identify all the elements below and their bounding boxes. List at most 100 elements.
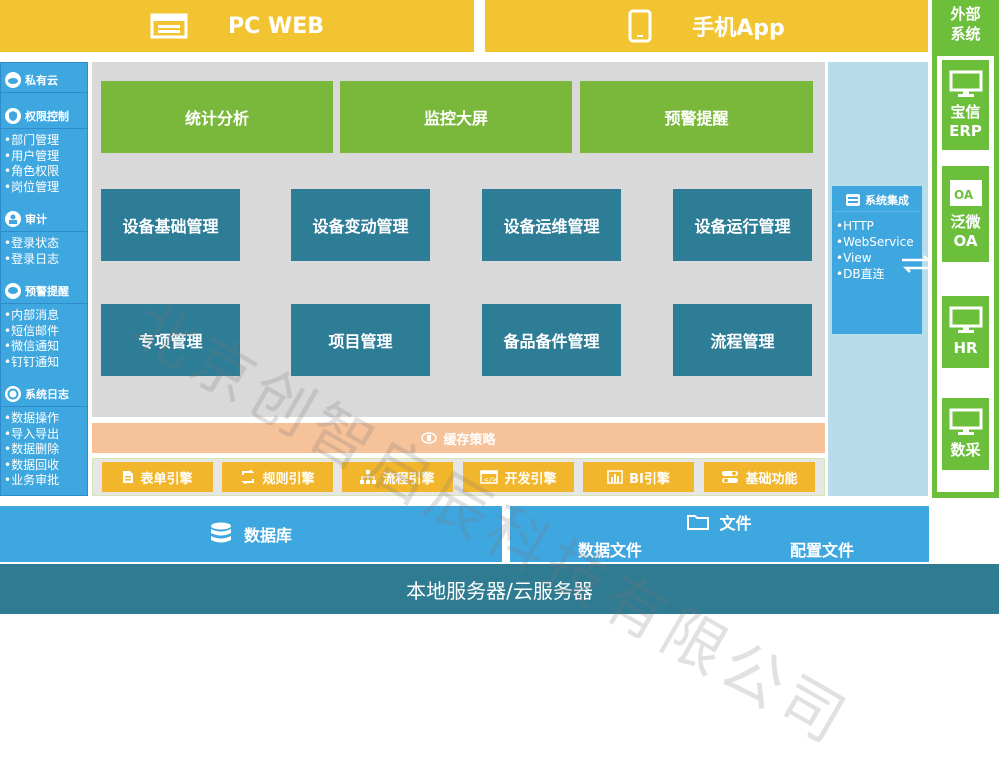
module-alert: 预警提醒 (580, 81, 813, 153)
cache-strategy-bar: 缓存策略 (92, 423, 825, 453)
list-item: •内部消息 (4, 308, 60, 322)
syslog-header: 系统日志 (1, 381, 87, 407)
files-bar: 文件 数据文件 配置文件 (510, 506, 929, 562)
browser-icon (150, 13, 188, 39)
integration-list: •HTTP •WebService •View •DB直连 (836, 218, 922, 282)
pc-web-bar: PC WEB (0, 0, 474, 52)
module-label: 监控大屏 (423, 109, 488, 128)
module-label: 设备运维管理 (503, 217, 600, 236)
engine-flow: 流程引擎 (342, 462, 453, 492)
list-item: •View (836, 251, 872, 265)
external-item-hr: HR (942, 296, 989, 368)
integration-title: 系统集成 (865, 193, 909, 207)
server-bar: 本地服务器/云服务器 (0, 564, 999, 614)
permission-list: •部门管理 •用户管理 •角色权限 •岗位管理 (1, 133, 87, 195)
external-item-oa-line2: OA (953, 231, 978, 250)
monitor-icon (949, 306, 983, 339)
module-process: 流程管理 (673, 304, 812, 376)
module-equip-base: 设备基础管理 (101, 189, 240, 261)
module-label: 流程管理 (710, 332, 775, 351)
list-item: •业务审批 (4, 473, 60, 487)
alert-title: 预警提醒 (25, 284, 69, 298)
engine-label: 规则引擎 (262, 471, 315, 487)
engine-bi: BI引擎 (583, 462, 694, 492)
code-icon: </> (480, 470, 499, 484)
config-files-label: 配置文件 (790, 541, 855, 560)
list-item: •部门管理 (4, 133, 60, 147)
external-systems-panel: 外部 系统 宝信 ERP OA 泛微 OA HR 数采 (932, 0, 999, 498)
engine-label: 基础功能 (745, 471, 798, 487)
module-special: 专项管理 (101, 304, 240, 376)
external-title: 外部 系统 (932, 4, 999, 44)
list-item: •登录日志 (4, 251, 60, 266)
permission-header: 权限控制 (1, 103, 87, 129)
module-equip-ops: 设备运维管理 (482, 189, 621, 261)
engine-form: 表单引擎 (102, 462, 213, 492)
list-item: •短信邮件 (4, 323, 60, 338)
list-item: •角色权限 (4, 164, 60, 178)
engine-dev: </>开发引擎 (463, 462, 574, 492)
server-label: 本地服务器/云服务器 (406, 578, 593, 603)
external-item-erp-line1: 宝信 (950, 102, 981, 121)
external-item-dc-label: 数采 (950, 441, 981, 459)
list-item: •HTTP (836, 219, 874, 233)
list-item: •数据删除 (4, 442, 60, 456)
module-project: 项目管理 (291, 304, 430, 376)
shield-icon (5, 107, 21, 124)
audit-list: •登录状态 •登录日志 (1, 236, 87, 267)
module-label: 专项管理 (138, 332, 203, 351)
engine-label: 表单引擎 (140, 471, 193, 487)
module-equip-change: 设备变动管理 (291, 189, 430, 261)
engine-label: BI引擎 (629, 471, 670, 487)
integration-header: 系统集成 (834, 188, 920, 212)
module-label: 设备基础管理 (122, 217, 219, 236)
syslog-title: 系统日志 (25, 387, 69, 401)
database-label: 数据库 (243, 526, 292, 545)
toggle-icon (721, 470, 739, 484)
form-icon (122, 470, 134, 484)
cache-label: 缓存策略 (443, 432, 496, 448)
engine-label: 流程引擎 (382, 471, 435, 487)
module-label: 备品备件管理 (503, 332, 600, 351)
list-item: •钉钉通知 (4, 354, 60, 369)
audit-header: 审计 (1, 206, 87, 232)
svg-text:</>: </> (484, 476, 497, 484)
external-item-erp-line2: ERP (949, 121, 982, 140)
external-title-line1: 外部 (950, 5, 981, 23)
mobile-app-label: 手机App (692, 16, 785, 41)
hierarchy-icon (360, 470, 377, 484)
private-cloud-header: 私有云 (1, 67, 87, 93)
chat-icon (5, 282, 21, 299)
list-item: •WebService (836, 235, 914, 249)
files-label: 文件 (719, 514, 752, 533)
cache-icon (421, 432, 438, 444)
list-item: •数据回收 (4, 457, 60, 472)
database-bar: 数据库 (0, 506, 502, 562)
module-spare-parts: 备品备件管理 (482, 304, 621, 376)
refresh-icon (240, 470, 256, 484)
audit-title: 审计 (25, 212, 47, 226)
list-item: •数据操作 (4, 411, 60, 425)
left-panel: 私有云 权限控制 •部门管理 •用户管理 •角色权限 •岗位管理 审计 •登录状… (0, 62, 88, 496)
engines-row (92, 458, 825, 496)
monitor-icon (949, 70, 983, 103)
private-cloud-label: 私有云 (25, 73, 58, 87)
module-label: 设备运行管理 (694, 217, 791, 236)
alert-header: 预警提醒 (1, 278, 87, 304)
svg-text:OA: OA (954, 188, 974, 202)
external-item-dc: 数采 (942, 398, 989, 470)
external-item-hr-label: HR (953, 339, 978, 357)
list-item: •岗位管理 (4, 179, 60, 194)
user-icon (5, 210, 21, 227)
engine-basic: 基础功能 (704, 462, 815, 492)
module-stat-analysis: 统计分析 (101, 81, 333, 153)
syslog-list: •数据操作 •导入导出 •数据删除 •数据回收 •业务审批 (1, 411, 87, 489)
list-item: •DB直连 (836, 267, 885, 281)
engine-rule: 规则引擎 (222, 462, 333, 492)
phone-icon (628, 9, 652, 43)
permission-title: 权限控制 (25, 109, 69, 123)
files-header: 文件 (510, 510, 929, 534)
alert-list: •内部消息 •短信邮件 •微信通知 •钉钉通知 (1, 308, 87, 370)
list-item: •用户管理 (4, 148, 60, 163)
exchange-arrows-icon (900, 254, 934, 274)
